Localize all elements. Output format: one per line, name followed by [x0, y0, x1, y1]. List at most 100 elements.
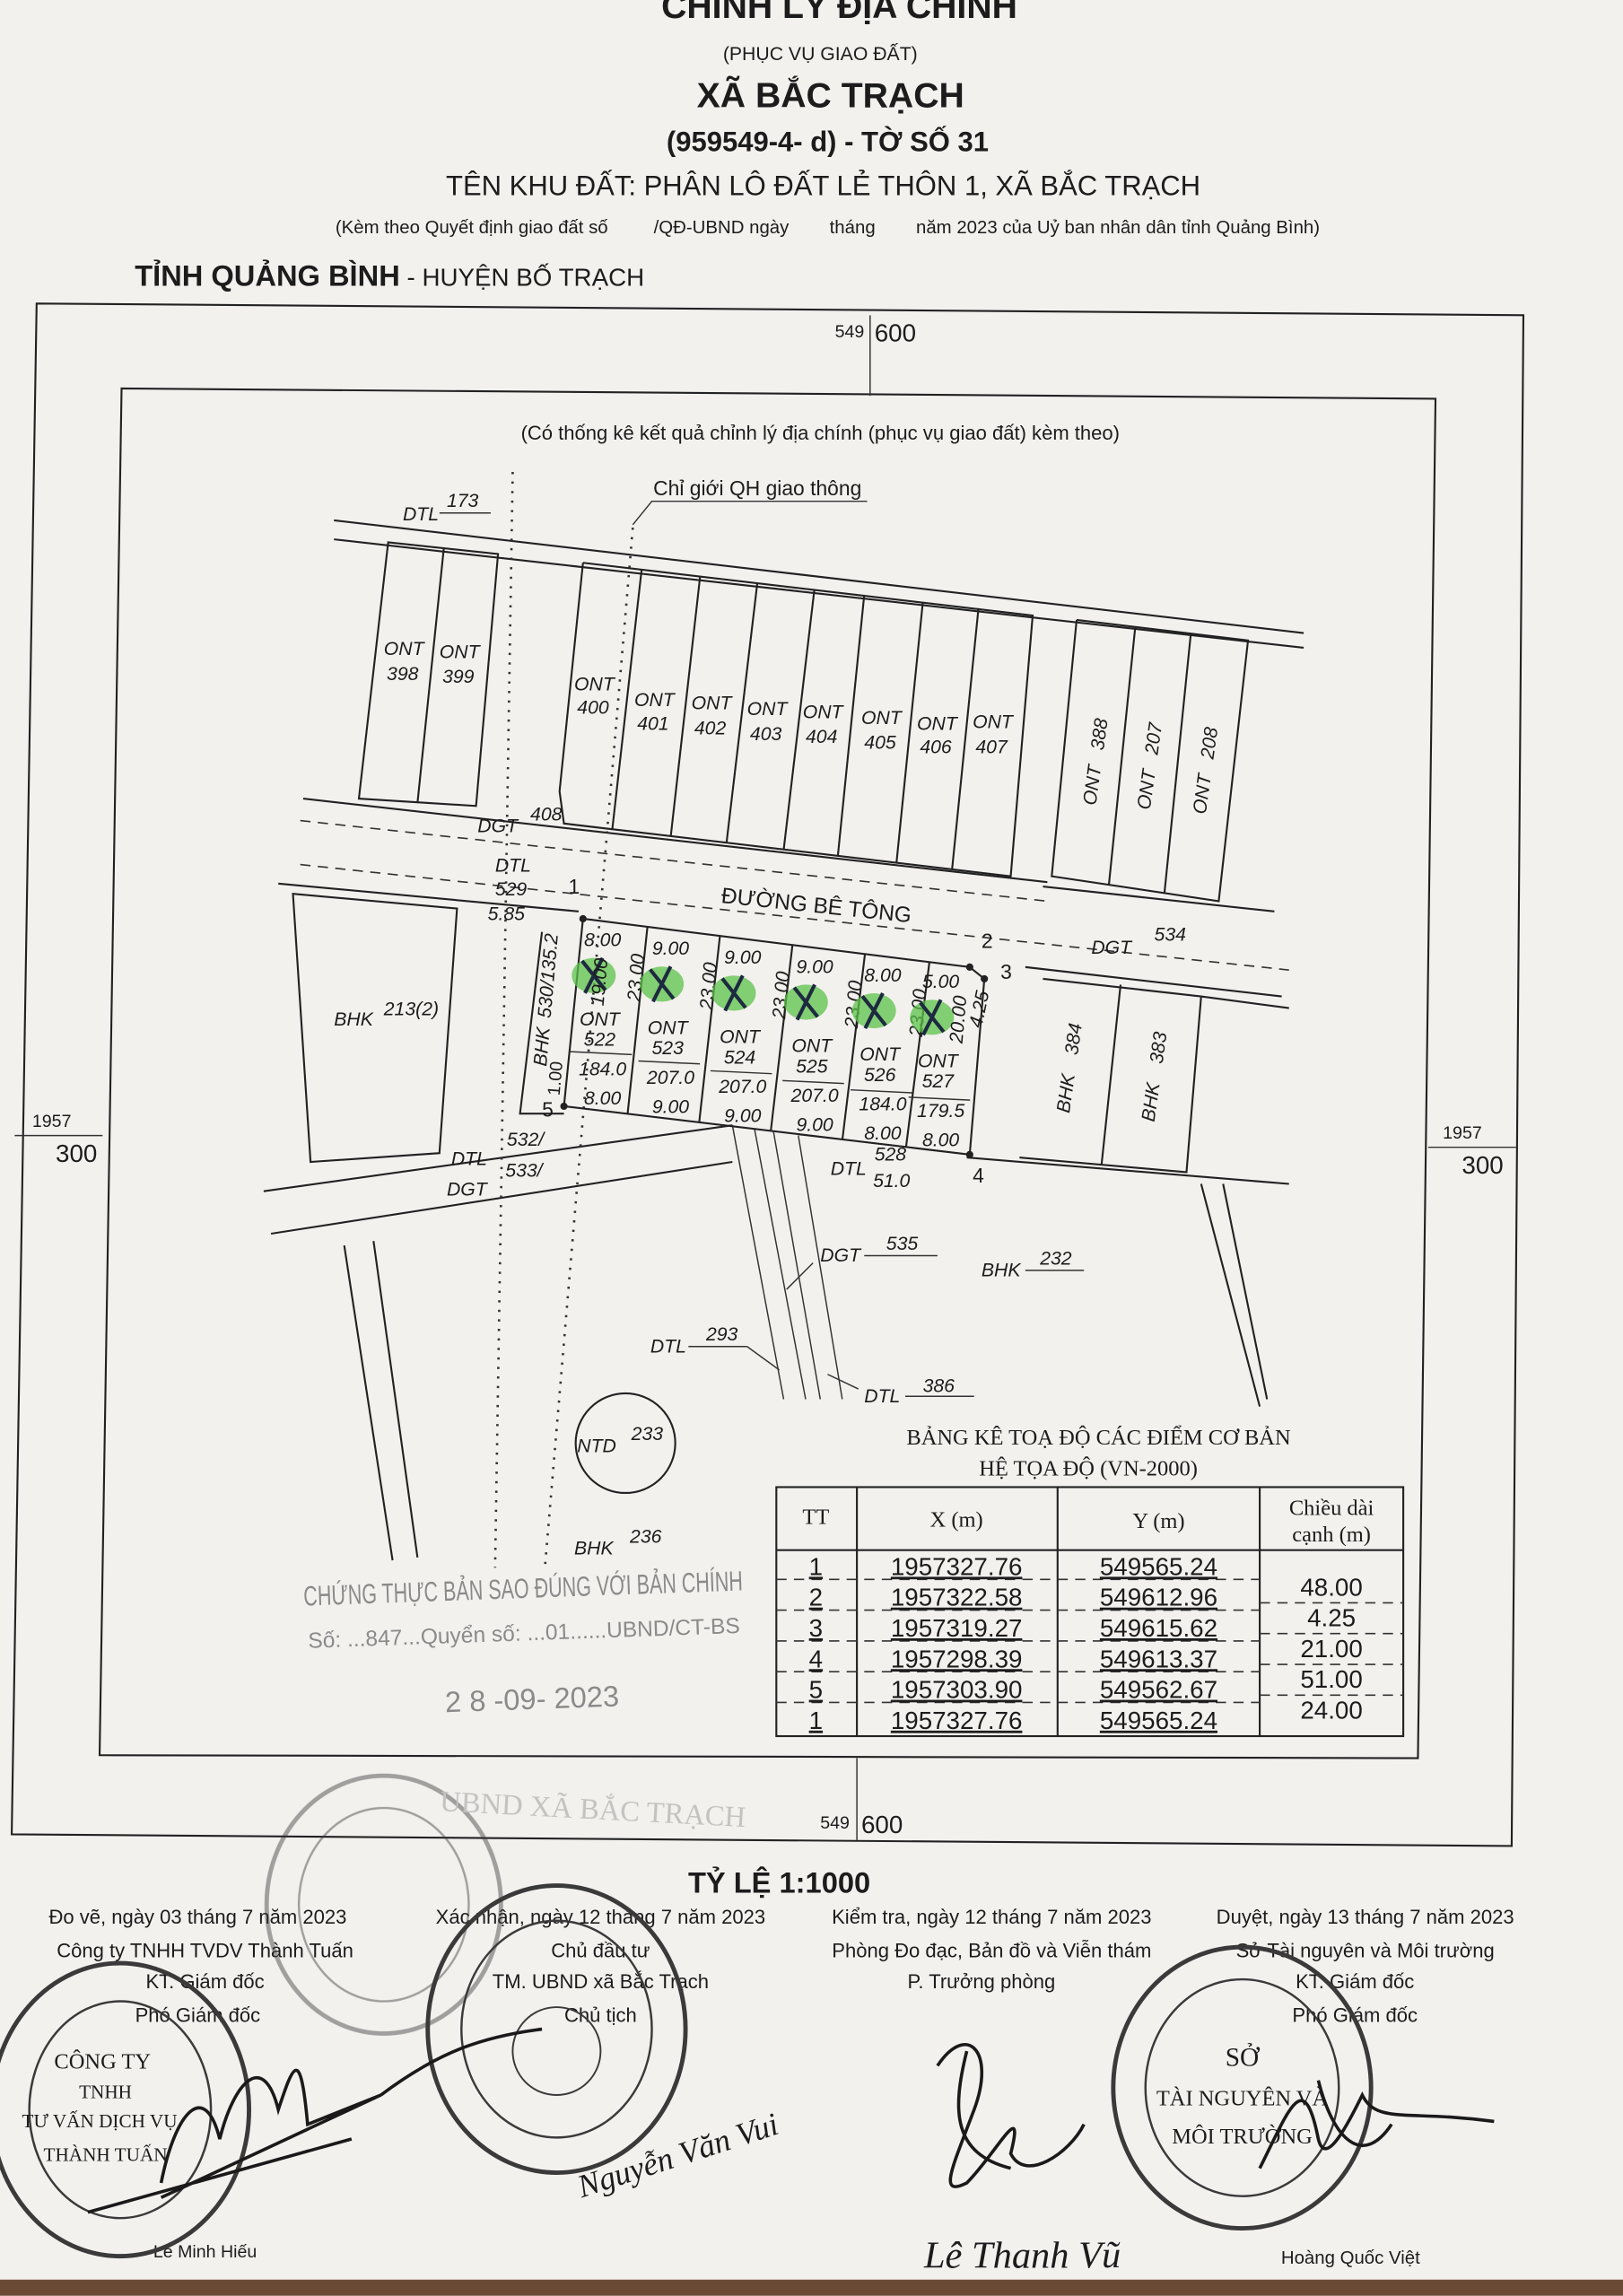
signature-block-check: Kiểm tra, ngày 12 tháng 7 năm 2023 Phòng…: [832, 1906, 1151, 2277]
parcel-number: 236: [629, 1527, 662, 1548]
cross-mark-icon: [649, 965, 676, 1003]
svg-text:173: 173: [447, 491, 479, 511]
map-lines: [263, 472, 1305, 1568]
parcel-code: DTL: [864, 1386, 900, 1407]
lot-front-width: 8.00: [864, 965, 901, 986]
parcel-number: 529: [495, 879, 528, 900]
sign-role: P. Trưởng phòng: [908, 1970, 1056, 1993]
table-subtitle: HỆ TỌA ĐỘ (VN-2000): [979, 1455, 1198, 1480]
parcel-code: BHK: [530, 1026, 554, 1067]
boundary-point: [981, 974, 989, 983]
parcel-code: NTD: [577, 1436, 616, 1456]
sign-date: Kiểm tra, ngày 12 tháng 7 năm 2023: [832, 1906, 1151, 1928]
parcel-code: ONT: [574, 674, 616, 694]
sign-role: KT. Giám đốc: [1296, 1970, 1414, 1993]
parcel-number: 399: [442, 667, 475, 687]
map-scale: TỶ LỆ 1:1000: [688, 1866, 870, 1899]
parcel-number: 207: [1141, 720, 1166, 756]
lot-front-width: 5.00: [922, 972, 959, 992]
parcel-extra: 5.85: [488, 904, 525, 925]
lot-number: 524: [724, 1047, 755, 1068]
cross-mark-icon: [919, 999, 946, 1036]
parcel-number: 535: [886, 1234, 919, 1254]
lot-area: 207.0: [790, 1086, 839, 1106]
cell-tt: 3: [809, 1614, 823, 1642]
province: TỈNH QUẢNG BÌNH: [135, 259, 400, 292]
lot-front-width: 8.00: [584, 930, 621, 951]
lot-back-width: 8.00: [584, 1088, 621, 1109]
lot-back-width: 9.00: [724, 1106, 761, 1127]
table-header: TT: [802, 1505, 829, 1529]
signer-name: Lê Thanh Vũ: [923, 2235, 1121, 2277]
parcel-number: 407: [975, 737, 1008, 757]
svg-text:TÀI NGUYÊN VÀ: TÀI NGUYÊN VÀ: [1156, 2085, 1329, 2110]
parcel-code: BHK: [334, 1009, 373, 1030]
parcel-code: DTL: [495, 856, 531, 877]
sheet-number: (959549-4- d) - TỜ SỐ 31: [667, 125, 989, 157]
parcel-number: 533/: [505, 1160, 544, 1181]
lot-number: 523: [652, 1038, 685, 1059]
boundary-point: [965, 963, 973, 971]
cell-x: 1957322.58: [891, 1584, 1023, 1611]
cell-x: 1957319.27: [891, 1614, 1023, 1642]
point-label: 3: [1000, 960, 1012, 983]
svg-text:TƯ VẤN DỊCH VỤ: TƯ VẤN DỊCH VỤ: [22, 2110, 177, 2132]
point-label: 4: [973, 1164, 984, 1187]
area-name: TÊN KHU ĐẤT: PHÂN LÔ ĐẤT LẺ THÔN 1, XÃ B…: [446, 169, 1200, 201]
boundary-point: [965, 1150, 973, 1158]
lot-area: 184.0: [859, 1095, 906, 1115]
grid-label: 1957: [32, 1112, 72, 1131]
grid-label: 549: [835, 322, 865, 342]
table-header: Y (m): [1132, 1509, 1184, 1533]
point-label: 5: [542, 1097, 554, 1121]
lot-back-width: 8.00: [922, 1131, 959, 1151]
lot-front-width: 9.00: [652, 938, 689, 959]
header: CHỈNH LÝ ĐỊA CHÍNH (PHỤC VỤ GIAO ĐẤT) XÃ…: [336, 0, 1320, 238]
boundary-point: [560, 1102, 568, 1111]
parcel-code: ONT: [747, 699, 790, 720]
lot-land-code: ONT: [918, 1051, 960, 1071]
parcel-code: ONT: [973, 712, 1015, 733]
signature-block-survey: Đo vẽ, ngày 03 tháng 7 năm 2023 Công ty …: [48, 1906, 353, 2262]
parcel-number: 232: [1039, 1248, 1072, 1269]
parcel-code: DTL: [650, 1336, 686, 1357]
lot-back-width: 9.00: [652, 1096, 689, 1117]
parcel-code: ONT: [917, 713, 959, 734]
allocated-lots: 8.0023.00ONT522184.08.0019.009.0023.00ON…: [560, 914, 994, 1158]
parcel-code: ONT: [634, 690, 676, 711]
parcel-code: BHK: [574, 1539, 614, 1559]
lot-land-code: ONT: [720, 1026, 762, 1047]
cell-tt: 1: [809, 1707, 823, 1734]
parcel-code: BHK: [982, 1260, 1021, 1280]
table-header: X (m): [930, 1508, 983, 1532]
table-header: cạnh (m): [1292, 1523, 1371, 1547]
parcel-code: DGT: [477, 816, 519, 837]
parcel-code: ONT: [384, 639, 426, 659]
grid-label: 1957: [1443, 1123, 1482, 1143]
parcel-number: 233: [631, 1424, 664, 1445]
svg-text:MÔI TRƯỜNG: MÔI TRƯỜNG: [1172, 2124, 1313, 2149]
parcel-number: 406: [920, 737, 952, 757]
cell-length: 51.00: [1300, 1665, 1362, 1693]
cell-tt: 1: [809, 1552, 823, 1580]
district: - HUYỆN BỐ TRẠCH: [400, 263, 644, 292]
parcel-number: 532/: [507, 1130, 545, 1150]
lot-divider: [626, 926, 649, 1114]
parcel-code: DGT: [1091, 938, 1133, 958]
svg-text:CÔNG TY: CÔNG TY: [54, 2049, 151, 2074]
grid-label: 300: [56, 1139, 97, 1167]
sign-org: Phòng Đo đạc, Bản đồ và Viễn thám: [832, 1940, 1151, 1962]
lot-side-length: 19.00: [588, 957, 613, 1007]
commune-title: XÃ BẮC TRẠCH: [697, 75, 964, 115]
parcel-number: 398: [387, 664, 419, 685]
cell-y: 549562.67: [1100, 1676, 1217, 1704]
